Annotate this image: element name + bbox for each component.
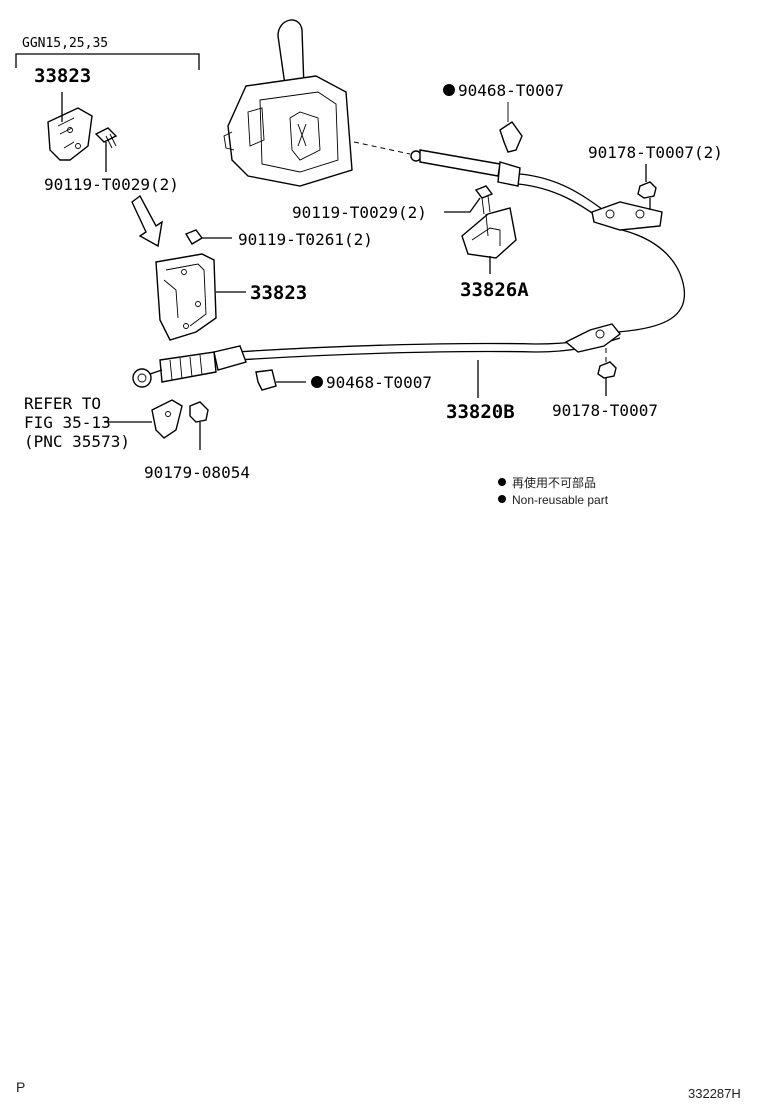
cable-assembly-drawing	[132, 323, 621, 398]
upper-cable-end-drawing	[410, 149, 607, 221]
refer-note-line2: FIG 35-13	[24, 413, 111, 432]
callout-nut-right-top: 90178-T0007(2)	[588, 143, 723, 162]
nut-right-bottom-drawing	[597, 348, 617, 396]
model-label: GGN15,25,35	[22, 36, 108, 51]
direction-arrow	[131, 194, 163, 248]
callout-clip-lower: 90468-T0007	[326, 373, 432, 392]
upper-bracket-drawing	[47, 92, 93, 161]
callout-bracket-upper: 33823	[34, 65, 91, 87]
non-reusable-dot	[311, 376, 323, 388]
nut-bottom-drawing	[189, 401, 209, 450]
lower-clamp-drawing	[104, 399, 183, 439]
shifter-housing-drawing	[223, 19, 411, 187]
retainer-drawing	[461, 207, 517, 274]
callout-nut-bottom: 90179-08054	[144, 463, 250, 482]
nut-right-top-drawing	[637, 164, 657, 199]
lower-bracket-drawing	[155, 253, 246, 341]
bracket-bolt-drawing	[184, 229, 232, 245]
mounting-plate-drawing	[591, 198, 686, 333]
legend: 再使用不可部品 Non-reusable part	[498, 475, 609, 507]
callout-bolt-bracket: 90119-T0261(2)	[238, 230, 373, 249]
callout-retainer: 33826A	[460, 279, 529, 301]
legend-en-text: Non-reusable part	[512, 493, 609, 507]
legend-dot-en	[498, 495, 506, 503]
callout-nut-right-bottom: 90178-T0007	[552, 401, 658, 420]
callout-bracket-lower: 33823	[250, 282, 307, 304]
legend-dot-jp	[498, 478, 506, 486]
legend-jp-text: 再使用不可部品	[512, 475, 596, 490]
callout-bolt-middle: 90119-T0029(2)	[292, 203, 427, 222]
refer-note-line1: REFER TO	[24, 394, 101, 413]
non-reusable-dot	[443, 84, 455, 96]
callout-clip-top: 90468-T0007	[458, 81, 564, 100]
clip-top-drawing	[499, 102, 523, 153]
figure-id: 332287H	[688, 1086, 741, 1101]
middle-bolt-drawing	[444, 185, 494, 215]
page-marker: P	[16, 1079, 25, 1095]
clip-lower-drawing	[255, 369, 306, 391]
model-bracket	[15, 53, 200, 70]
refer-note-line3: (PNC 35573)	[24, 432, 130, 451]
callout-bolt-upper: 90119-T0029(2)	[44, 175, 179, 194]
upper-bolt-drawing	[94, 127, 118, 172]
callout-cable-assembly: 33820B	[446, 401, 515, 423]
